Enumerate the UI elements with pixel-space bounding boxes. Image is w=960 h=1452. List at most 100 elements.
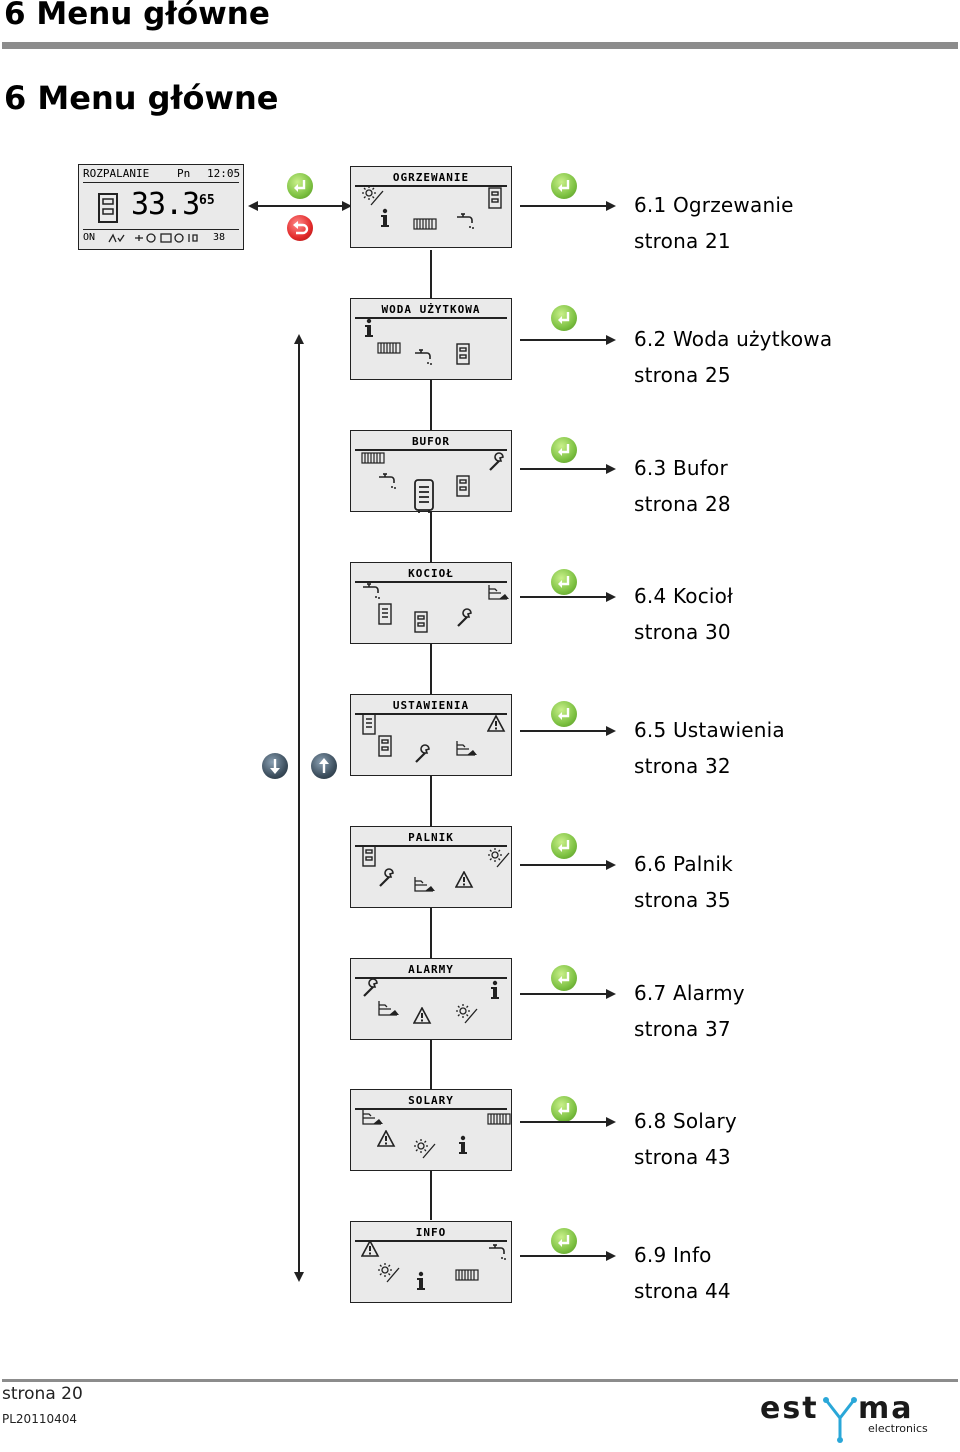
back-icon	[293, 221, 309, 235]
enter-icon	[558, 1103, 570, 1115]
down-button[interactable]	[262, 753, 288, 779]
buffer-icon	[378, 603, 392, 625]
svg-text:electronics: electronics	[868, 1422, 928, 1435]
up-button[interactable]	[311, 753, 337, 779]
enter-button[interactable]	[551, 965, 577, 991]
menu-item-page: strona 30	[634, 620, 731, 644]
page-header-title: 6 Menu główne	[4, 0, 270, 32]
main-screen-day: Pn	[177, 167, 191, 180]
menu-screen-title: INFO	[415, 1226, 447, 1239]
enter-button[interactable]	[551, 1096, 577, 1122]
enter-icon	[558, 708, 570, 720]
footer-rule	[2, 1379, 958, 1382]
menu-screen-panel: ALARMY	[350, 958, 512, 1040]
radiator-icon	[455, 1269, 479, 1281]
menu-arrow	[520, 860, 616, 870]
menu-screen-divider	[355, 977, 507, 979]
wrench-icon	[379, 868, 394, 887]
enter-button[interactable]	[551, 701, 577, 727]
enter-icon	[558, 840, 570, 852]
header-rule	[2, 42, 958, 49]
info-icon	[381, 208, 389, 227]
boiler-icon	[414, 611, 428, 633]
menu-arrow	[520, 1251, 616, 1261]
menu-arrow	[520, 592, 616, 602]
menu-item-label: 6.8 Solary	[634, 1109, 737, 1133]
sun-icon	[414, 1139, 436, 1159]
menu-item-page: strona 28	[634, 492, 731, 516]
menu-item-label: 6.6 Palnik	[634, 852, 733, 876]
menu-item-page: strona 43	[634, 1145, 731, 1169]
sun-icon	[456, 1004, 478, 1024]
menu-item-label: 6.2 Woda użytkowa	[634, 327, 833, 351]
menu-item-page: strona 37	[634, 1017, 731, 1041]
menu-screen-divider	[355, 1108, 507, 1110]
wrench-icon	[415, 744, 430, 763]
menu-screen-title: KOCIOŁ	[408, 567, 454, 580]
boiler-icon	[378, 735, 392, 757]
wrench-icon	[457, 608, 472, 627]
back-button[interactable]	[287, 215, 313, 241]
menu-item-page: strona 35	[634, 888, 731, 912]
menu-screen-panel: USTAWIENIA	[350, 694, 512, 776]
enter-button[interactable]	[287, 173, 313, 199]
burner-icon	[488, 585, 509, 600]
footer-doc-code: PL20110404	[2, 1412, 77, 1426]
main-screen-divider-bottom	[83, 229, 239, 230]
warning-icon	[377, 1130, 396, 1147]
enter-icon	[558, 180, 570, 192]
radiator-icon	[377, 342, 401, 354]
enter-button[interactable]	[551, 173, 577, 199]
enter-button[interactable]	[551, 569, 577, 595]
menu-item-label: 6.1 Ogrzewanie	[634, 193, 794, 217]
menu-item-label: 6.4 Kocioł	[634, 584, 733, 608]
double-arrow	[248, 201, 352, 211]
menu-screen-title: SOLARY	[408, 1094, 454, 1107]
menu-screen-panel: INFO	[350, 1221, 512, 1303]
burner-icon	[362, 1110, 383, 1125]
menu-screen-divider	[355, 1240, 507, 1242]
svg-text:ma: ma	[858, 1391, 914, 1426]
tap-icon	[457, 213, 474, 229]
enter-icon	[558, 576, 570, 588]
main-screen-status: ROZPALANIE	[83, 167, 150, 180]
main-screen-temperature: 33.3	[131, 187, 200, 222]
sun-icon	[488, 848, 510, 868]
menu-arrow	[520, 726, 616, 736]
radiator-icon	[487, 1113, 511, 1125]
enter-button[interactable]	[551, 437, 577, 463]
menu-screen-panel: KOCIOŁ	[350, 562, 512, 644]
main-screen-lcd: ROZPALANIE Pn 12:05 33.3 65 ON 38	[78, 164, 244, 250]
menu-arrow	[520, 989, 616, 999]
menu-screen-divider	[355, 317, 507, 319]
menu-screen-divider	[355, 845, 507, 847]
burner-icon	[456, 741, 477, 756]
enter-button[interactable]	[551, 1228, 577, 1254]
enter-icon	[558, 1235, 570, 1247]
info-icon	[417, 1271, 425, 1290]
main-screen-setpoint: 65	[199, 193, 215, 208]
menu-screen-title: ALARMY	[408, 963, 454, 976]
arrow-up-icon	[319, 758, 329, 773]
menu-item-page: strona 44	[634, 1279, 731, 1303]
enter-button[interactable]	[551, 305, 577, 331]
enter-icon	[558, 444, 570, 456]
burner-icon	[378, 1001, 399, 1016]
menu-screen-divider	[355, 581, 507, 583]
sun-icon	[378, 1263, 400, 1283]
enter-button[interactable]	[551, 833, 577, 859]
tap-icon	[415, 349, 432, 365]
section-title: 6 Menu główne	[4, 79, 279, 117]
estyma-logo: est ma electronics	[760, 1388, 956, 1444]
menu-screen-title: USTAWIENIA	[392, 699, 470, 712]
boiler-icon	[456, 475, 470, 497]
scroll-double-arrow	[294, 334, 304, 1282]
menu-arrow	[520, 1117, 616, 1127]
menu-screen-divider	[355, 449, 507, 451]
svg-text:est: est	[760, 1391, 819, 1426]
menu-screen-panel: PALNIK	[350, 826, 512, 908]
status-icons	[108, 233, 198, 243]
menu-item-page: strona 25	[634, 363, 731, 387]
menu-screen-panel: BUFOR	[350, 430, 512, 513]
warning-icon	[455, 871, 474, 888]
